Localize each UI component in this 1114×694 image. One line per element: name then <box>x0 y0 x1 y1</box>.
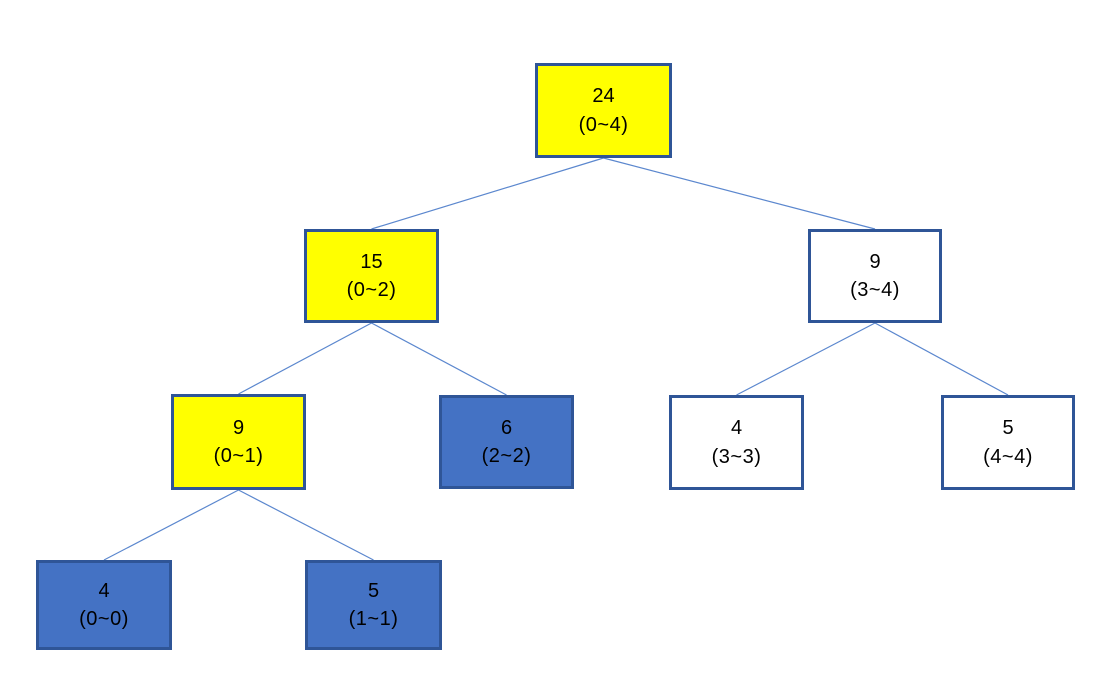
tree-node-15-0-2: 15 (0~2) <box>304 229 439 323</box>
node-range: (3~3) <box>711 445 762 468</box>
tree-edge <box>603 157 876 230</box>
tree-edge <box>238 489 374 561</box>
tree-edge <box>371 322 507 396</box>
node-value: 6 <box>500 416 513 439</box>
node-range: (2~2) <box>481 445 532 467</box>
tree-node-9-3-4: 9 (3~4) <box>808 229 942 323</box>
tree-node-4-0-0: 4 (0~0) <box>36 560 172 650</box>
node-range: (0~2) <box>346 279 397 301</box>
node-value: 15 <box>360 250 383 273</box>
tree-edge <box>103 489 239 561</box>
node-value: 5 <box>1002 417 1014 440</box>
node-value: 4 <box>98 579 110 602</box>
tree-node-24-0-4: 24 (0~4) <box>535 63 672 158</box>
tree-edge <box>736 322 876 396</box>
node-range: (0~0) <box>79 608 129 630</box>
tree-edge <box>371 157 604 230</box>
node-value: 5 <box>367 579 380 602</box>
tree-node-5-1-1: 5 (1~1) <box>305 560 442 650</box>
tree-node-4-3-3: 4 (3~3) <box>669 395 804 490</box>
tree-edge <box>238 322 372 395</box>
tree-node-6-2-2: 6 (2~2) <box>439 395 574 489</box>
node-value: 9 <box>232 416 245 439</box>
node-range: (0~1) <box>213 445 264 467</box>
node-range: (0~4) <box>578 113 629 136</box>
node-value: 4 <box>730 417 743 440</box>
tree-edge <box>874 322 1009 396</box>
tree-node-5-4-4: 5 (4~4) <box>941 395 1075 490</box>
tree-node-9-0-1: 9 (0~1) <box>171 394 306 490</box>
node-range: (4~4) <box>983 445 1033 468</box>
node-range: (3~4) <box>850 279 900 301</box>
node-range: (1~1) <box>348 608 399 630</box>
node-value: 24 <box>592 85 615 108</box>
node-value: 9 <box>869 250 881 273</box>
